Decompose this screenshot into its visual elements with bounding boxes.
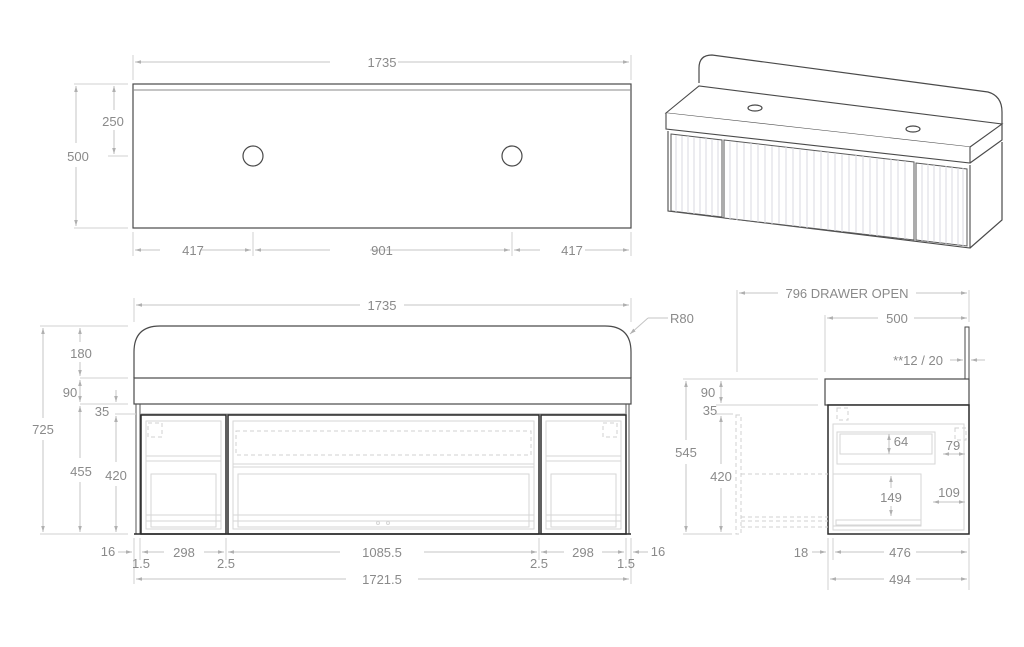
overall-height-label: 725 <box>32 422 54 437</box>
side-view: 796 DRAWER OPEN 500 **12 / 20 545 90 35 … <box>675 286 985 590</box>
front-thickness-label: 18 <box>794 545 808 560</box>
front-view: 1735 R80 725 180 90 455 35 420 <box>32 298 694 587</box>
front-width-label: 1735 <box>368 298 397 313</box>
side-top-thickness-label: 90 <box>701 385 715 400</box>
top-view: 1735 500 250 417 901 417 <box>67 55 632 258</box>
overall-cabinet-depth-label: 494 <box>889 572 911 587</box>
left-drawer-width-label: 298 <box>173 545 195 560</box>
center-drawer-width-label: 1085.5 <box>362 545 402 560</box>
side-carcass <box>827 404 970 535</box>
gap-left-outer-label: 1.5 <box>132 556 150 571</box>
hinge-plate-icon <box>954 427 967 441</box>
top-thickness-label: 90 <box>63 385 77 400</box>
splashback-thickness-label: **12 / 20 <box>893 353 943 368</box>
side-drawer-height-label: 420 <box>710 469 732 484</box>
side-cabinet-height-label: 545 <box>675 445 697 460</box>
iso-tap-hole-right-icon <box>905 125 921 133</box>
carcass-depth-label: 476 <box>889 545 911 560</box>
tap-right-offset-label: 417 <box>561 243 583 258</box>
upper-drawer-clearance-label: 79 <box>946 438 960 453</box>
splashback-height-label: 180 <box>70 346 92 361</box>
corner-radius-label: R80 <box>670 311 694 326</box>
handle-hole-icon <box>386 521 390 525</box>
drawer-gap-label: 35 <box>95 404 109 419</box>
side-panel-right-label: 16 <box>651 544 665 559</box>
tap-hole-right-icon <box>501 145 523 167</box>
side-panel-left-label: 16 <box>101 544 115 559</box>
side-gap-label: 35 <box>703 403 717 418</box>
tap-hole-offset-label: 250 <box>102 114 124 129</box>
cabinet-overall-width-label: 1721.5 <box>362 572 402 587</box>
iso-tap-hole-left-icon <box>747 104 763 112</box>
drawer-open-label: 796 DRAWER OPEN <box>785 286 908 301</box>
top-view-outline <box>132 83 632 229</box>
handle-hole-icon <box>376 521 380 525</box>
gap-left-inner-label: 2.5 <box>217 556 235 571</box>
upper-drawer-height-label: 64 <box>894 434 908 449</box>
lower-drawer-clearance-label: 109 <box>938 485 960 500</box>
hinge-plate-icon <box>147 422 163 438</box>
hinge-plate-icon <box>602 422 618 438</box>
hinge-plate-icon <box>836 407 849 421</box>
iso-view <box>664 54 1004 249</box>
tap-left-offset-label: 417 <box>182 243 204 258</box>
lower-drawer-height-label: 149 <box>880 490 902 505</box>
cabinet-height-label: 455 <box>70 464 92 479</box>
tap-hole-left-icon <box>242 145 264 167</box>
gap-right-inner-label: 2.5 <box>530 556 548 571</box>
top-depth-label: 500 <box>67 149 89 164</box>
right-drawer-width-label: 298 <box>572 545 594 560</box>
tap-spacing-label: 901 <box>371 243 393 258</box>
drawer-height-label: 420 <box>105 468 127 483</box>
gap-right-outer-label: 1.5 <box>617 556 635 571</box>
top-width-label: 1735 <box>368 55 397 70</box>
side-top-depth-label: 500 <box>886 311 908 326</box>
